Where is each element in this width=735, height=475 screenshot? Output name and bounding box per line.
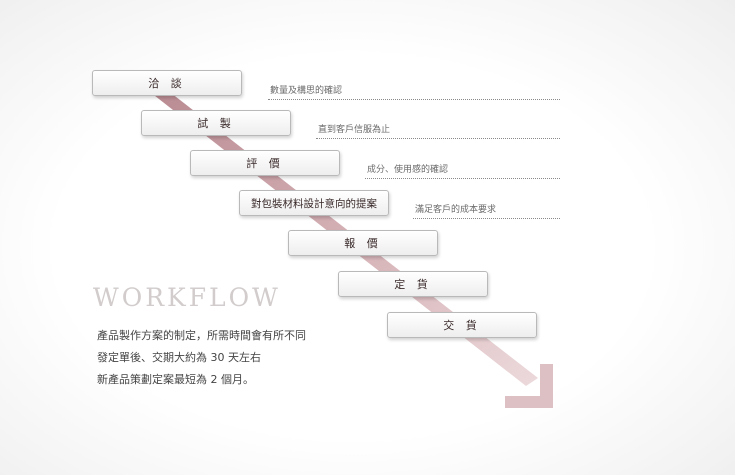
step-packaging-proposal: 對包裝材料設計意向的提案 <box>239 190 389 216</box>
note-evaluation: 成分、使用感的確認 <box>365 165 560 179</box>
step-trial-production: 試 製 <box>141 110 291 136</box>
step-delivery: 交 貨 <box>387 312 537 338</box>
description-line-1: 產品製作方案的制定，所需時間會有所不同 <box>97 329 306 342</box>
arrow-head <box>505 364 553 408</box>
note-packaging-proposal: 滿足客戶的成本要求 <box>413 205 560 219</box>
workflow-title: WORKFLOW <box>93 283 281 312</box>
note-trial-production: 直到客戶信服為止 <box>316 125 560 139</box>
step-negotiation: 洽 談 <box>92 70 242 96</box>
step-order: 定 貨 <box>338 271 488 297</box>
note-negotiation: 數量及構思的確認 <box>268 86 560 100</box>
step-evaluation: 評 價 <box>190 150 340 176</box>
step-quotation: 報 價 <box>288 230 438 256</box>
description-line-2: 發定單後、交期大約為 30 天左右 <box>97 351 261 364</box>
description-line-3: 新產品策劃定案最短為 2 個月。 <box>97 373 254 386</box>
